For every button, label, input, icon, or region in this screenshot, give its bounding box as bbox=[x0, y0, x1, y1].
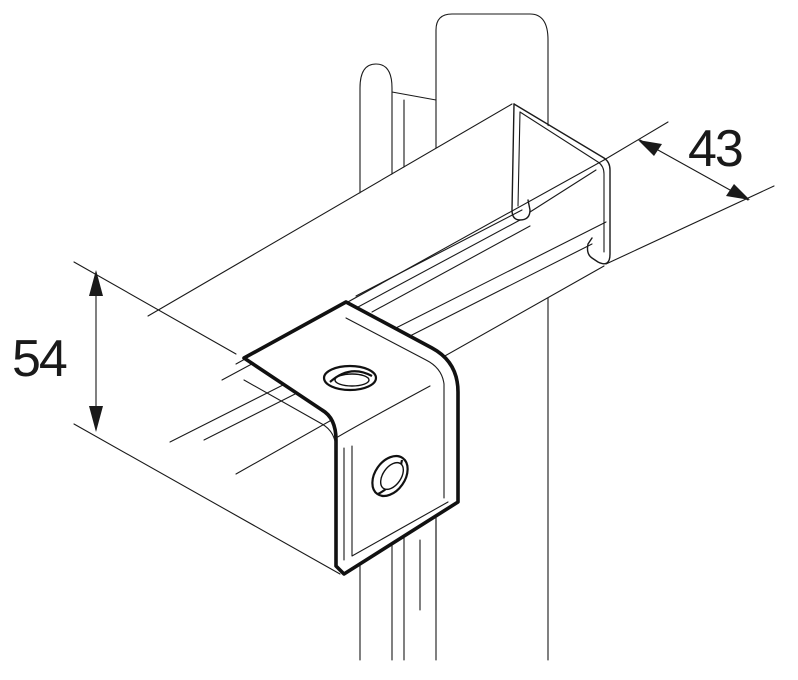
angle-bracket bbox=[242, 300, 460, 576]
width-dimension: 43 bbox=[603, 120, 775, 265]
height-dimension: 54 bbox=[12, 261, 341, 575]
width-dimension-label: 43 bbox=[688, 120, 742, 178]
height-dimension-label: 54 bbox=[12, 330, 67, 388]
side-bolt-hole bbox=[371, 454, 409, 498]
top-bolt-hole bbox=[322, 364, 378, 392]
